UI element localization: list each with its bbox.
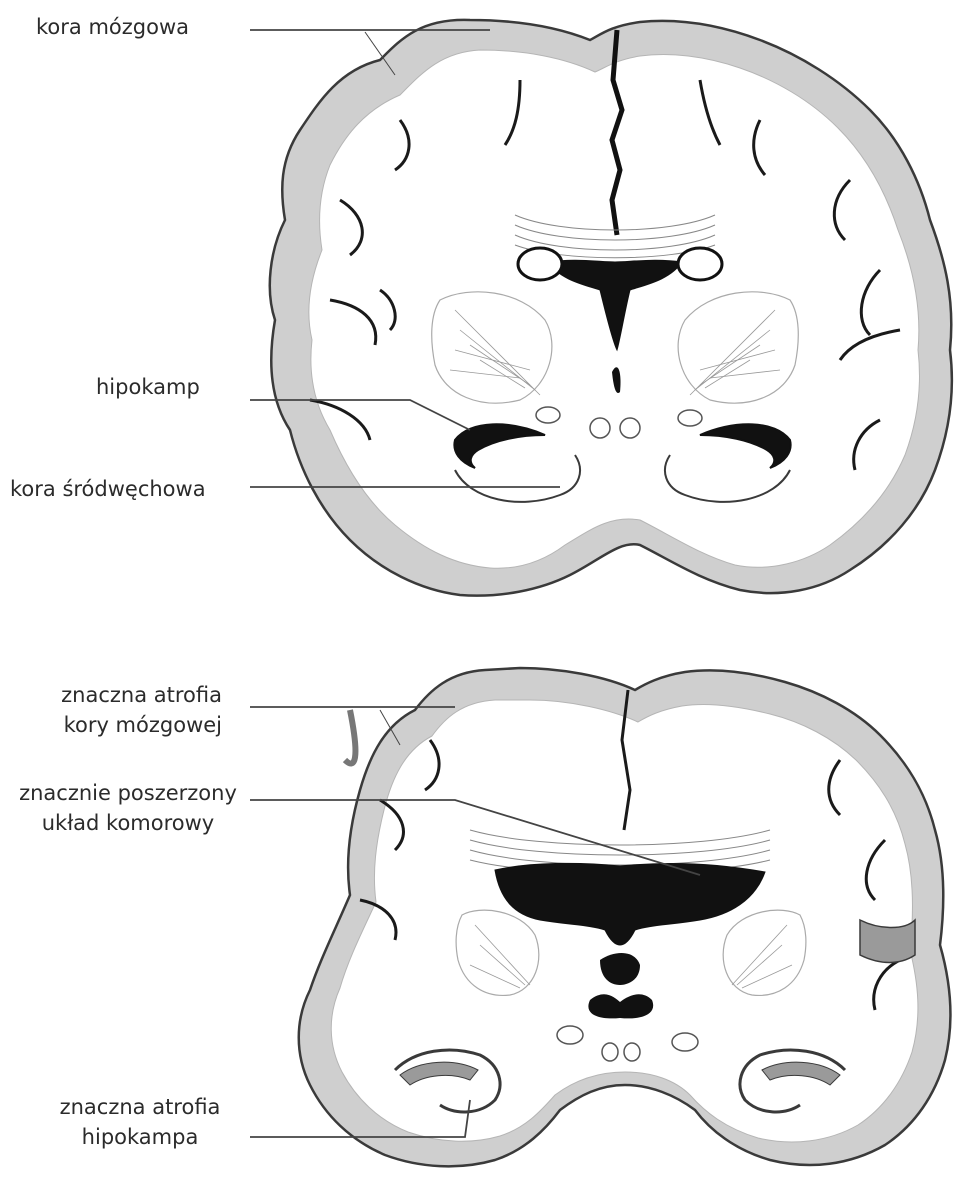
label-uklad-komorowy: znacznie poszerzony układ komorowy	[8, 778, 248, 838]
label-atrofia-kory-line1: znaczna atrofia	[0, 680, 222, 710]
label-atrofia-hipokampa-line1: znaczna atrofia	[40, 1092, 240, 1122]
label-atrofia-hipokampa: znaczna atrofia hipokampa	[40, 1092, 240, 1152]
label-hipokamp: hipokamp	[96, 372, 200, 402]
label-atrofia-hipokampa-line2: hipokampa	[40, 1122, 240, 1152]
healthy-caudate-right	[678, 248, 722, 280]
healthy-basal-ganglia-right	[678, 292, 798, 403]
label-uklad-komorowy-line1: znacznie poszerzony	[8, 778, 248, 808]
atrophic-brain	[299, 668, 951, 1166]
label-kora-srodwechowa: kora śródwęchowa	[10, 474, 206, 504]
label-kora-mozgowa: kora mózgowa	[36, 12, 189, 42]
label-atrofia-kory-line2: kory mózgowej	[0, 710, 222, 740]
healthy-caudate-left	[518, 248, 562, 280]
label-atrofia-kory: znaczna atrofia kory mózgowej	[0, 680, 222, 740]
healthy-brain	[270, 20, 952, 596]
healthy-basal-ganglia-left	[432, 292, 552, 403]
label-uklad-komorowy-line2: układ komorowy	[8, 808, 248, 838]
atrophic-widened-sulcus-left	[345, 710, 355, 763]
